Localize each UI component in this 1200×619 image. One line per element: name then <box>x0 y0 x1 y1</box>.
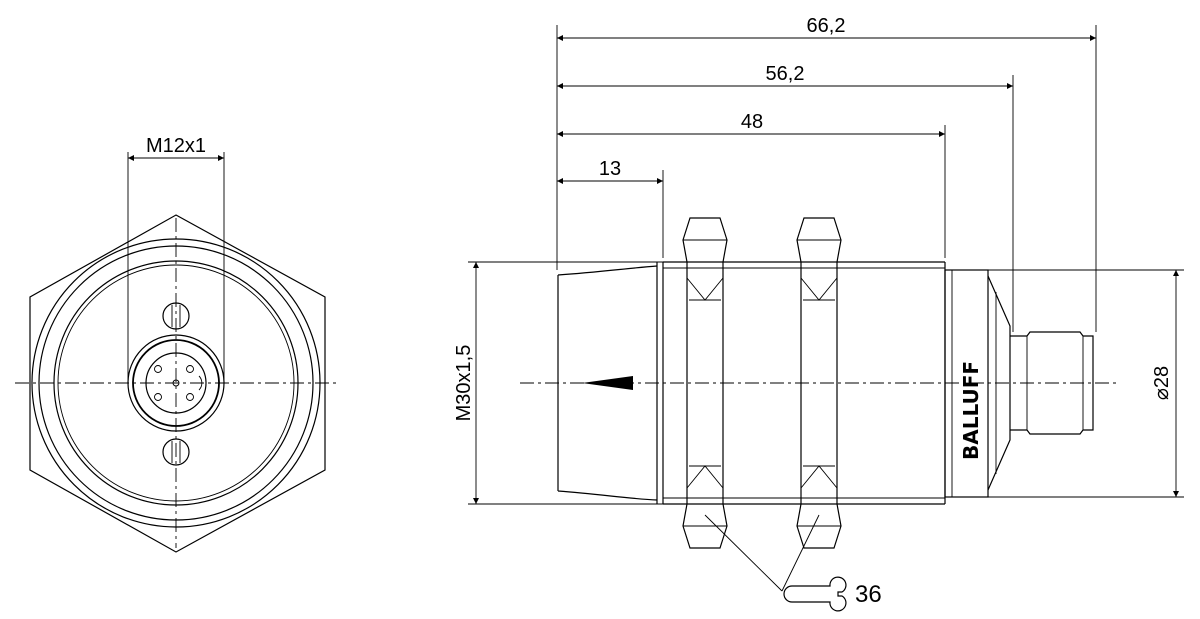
diameter-symbol: ⌀ <box>1151 388 1173 400</box>
m12-label: M12x1 <box>146 135 206 157</box>
diameter-label-group: ⌀28 <box>1151 366 1173 400</box>
side-view: BALLUFF 66,2 56,2 48 13 M30x1,5 <box>453 15 1184 612</box>
connector-pin-2 <box>186 365 194 373</box>
wrench-size-label: 36 <box>855 581 882 608</box>
thread-ring <box>38 245 314 521</box>
nut-2-flats <box>797 239 841 527</box>
connector-key <box>198 375 203 391</box>
sensing-face-cap <box>557 265 658 501</box>
m30-label: M30x1,5 <box>453 345 475 422</box>
diameter-label: 28 <box>1151 366 1173 388</box>
dim-overall: 66,2 <box>807 15 846 37</box>
led-window-top <box>162 302 190 330</box>
dim-housing: 48 <box>741 111 763 133</box>
connector-pin-1 <box>154 365 162 373</box>
wrench-leader-1 <box>704 514 783 592</box>
front-view: M12x1 <box>15 135 340 553</box>
face-inner-ring <box>57 264 295 502</box>
connector-pin-center <box>172 379 180 387</box>
connector-side <box>1010 331 1094 435</box>
dim-to-connector: 56,2 <box>766 63 805 85</box>
connector-insert <box>145 352 207 414</box>
nut-1-flats <box>683 239 727 527</box>
brand-label: BALLUFF <box>959 361 983 460</box>
connector-pin-4 <box>186 393 194 401</box>
wrench-icon <box>783 576 847 612</box>
svg-text:⌀28: ⌀28 <box>1151 366 1173 400</box>
outer-ring <box>31 238 321 528</box>
dim-sensing-face: 13 <box>599 158 621 180</box>
wrench-leader-2 <box>781 514 820 592</box>
rear-housing <box>944 269 989 498</box>
connector-ring <box>132 339 220 427</box>
rear-taper <box>987 275 1011 491</box>
led-window-bottom <box>162 438 190 466</box>
face-ring <box>53 260 299 506</box>
connector-pin-3 <box>154 393 162 401</box>
sensing-direction-arrow <box>582 376 633 390</box>
hex-nut-outline <box>29 214 326 553</box>
